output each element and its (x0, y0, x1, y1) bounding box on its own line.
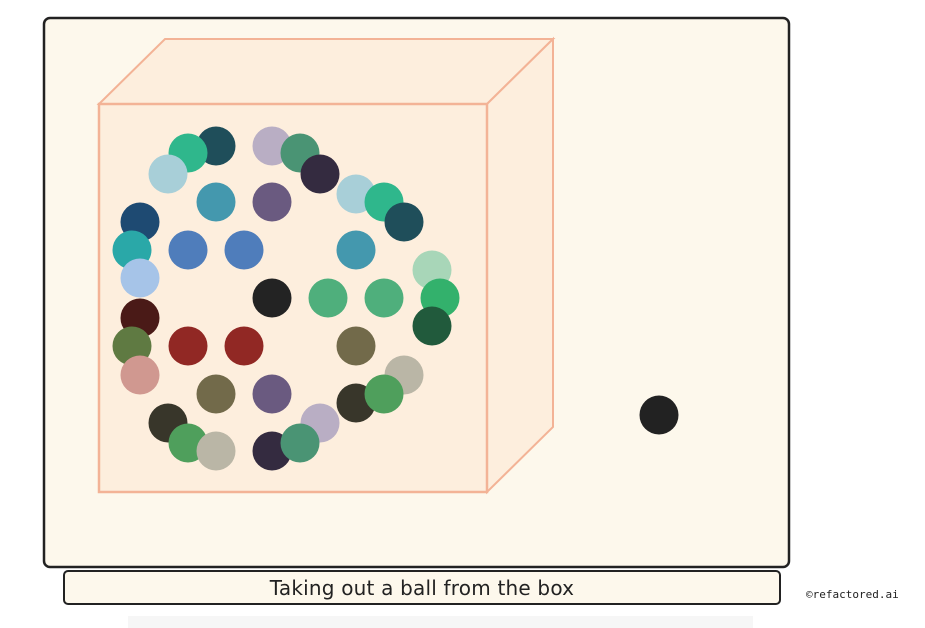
box-side-face (486, 36, 554, 495)
copyright-label: ©refactored.ai (806, 588, 899, 601)
ball (148, 154, 188, 194)
ball (252, 374, 292, 414)
ball (412, 306, 452, 346)
ball (252, 278, 292, 318)
ball (168, 326, 208, 366)
ball (120, 355, 160, 395)
ball (300, 154, 340, 194)
ball (280, 423, 320, 463)
caption-box: Taking out a ball from the box (63, 570, 781, 605)
ball (196, 374, 236, 414)
ball (252, 182, 292, 222)
balls-in-box (112, 126, 460, 471)
caption-text: Taking out a ball from the box (269, 575, 575, 600)
removed-ball (639, 395, 679, 435)
ball (336, 230, 376, 270)
ball (308, 278, 348, 318)
box-top-face (96, 38, 556, 105)
ball (168, 230, 208, 270)
ball (196, 431, 236, 471)
ball (224, 230, 264, 270)
ball (120, 258, 160, 298)
ball (224, 326, 264, 366)
ball (196, 182, 236, 222)
ball (364, 278, 404, 318)
ball (364, 374, 404, 414)
ball (336, 326, 376, 366)
bottom-shadow (128, 616, 753, 628)
ball (384, 202, 424, 242)
